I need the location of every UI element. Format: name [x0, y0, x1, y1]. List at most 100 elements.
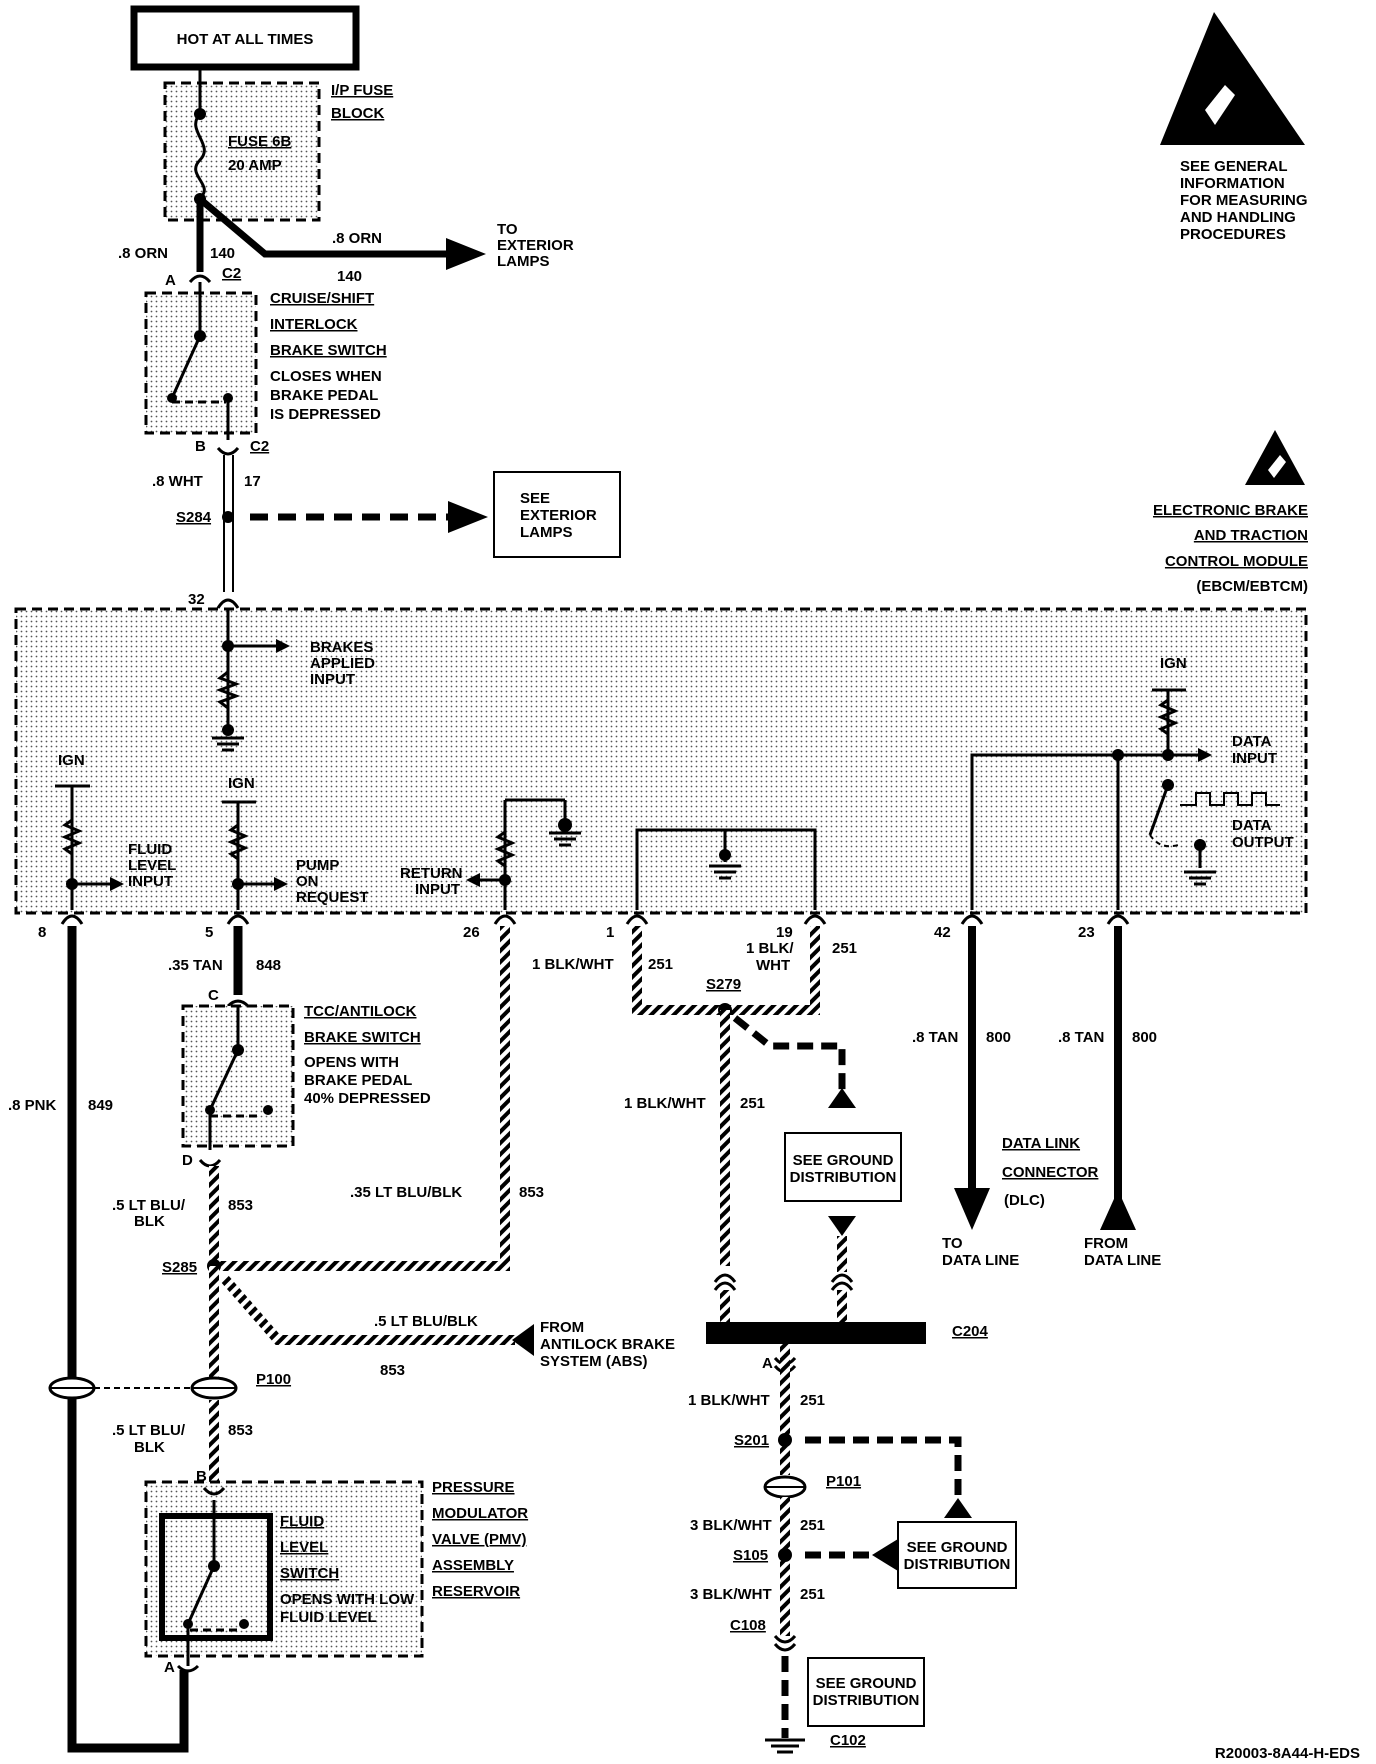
- svg-text:B: B: [195, 438, 206, 455]
- svg-text:ELECTRONIC BRAKE: ELECTRONIC BRAKE: [1153, 502, 1308, 519]
- esd-warning-small-icon: [1245, 430, 1305, 485]
- svg-text:INPUT: INPUT: [310, 671, 355, 688]
- svg-text:DATA LINK: DATA LINK: [1002, 1135, 1080, 1152]
- ebcm-module: BRAKES APPLIED INPUT IGN FLUID LEVEL INP…: [14, 607, 1308, 915]
- svg-text:RETURN: RETURN: [400, 865, 463, 882]
- svg-text:140: 140: [337, 268, 362, 285]
- svg-text:23: 23: [1078, 924, 1095, 941]
- pin-32-connector: 32: [188, 591, 240, 609]
- svg-text:OPENS WITH: OPENS WITH: [304, 1054, 399, 1071]
- svg-text:ANTILOCK BRAKE: ANTILOCK BRAKE: [540, 1336, 675, 1353]
- svg-text:I/P FUSE: I/P FUSE: [331, 82, 393, 99]
- svg-text:SEE GENERAL: SEE GENERAL: [1180, 158, 1288, 175]
- svg-text:.35 LT BLU/BLK: .35 LT BLU/BLK: [350, 1184, 462, 1201]
- svg-text:INFORMATION: INFORMATION: [1180, 175, 1285, 192]
- tcc-antilock-brake-switch: C TCC/ANTILOCK BRAKE SWITCH OPENS WITH B…: [181, 987, 431, 1169]
- svg-text:C2: C2: [222, 265, 241, 282]
- wht-gauge: .8 WHT: [152, 473, 203, 490]
- svg-text:853: 853: [519, 1184, 544, 1201]
- svg-text:HOT AT ALL TIMES: HOT AT ALL TIMES: [177, 31, 314, 48]
- svg-text:32: 32: [188, 591, 205, 608]
- svg-text:LEVEL: LEVEL: [280, 1539, 328, 1556]
- svg-text:SEE: SEE: [520, 490, 550, 507]
- svg-text:INPUT: INPUT: [415, 881, 460, 898]
- wht-circuit: 17: [244, 473, 261, 490]
- exterior-lamps-branch: .8 ORN 140 TO EXTERIOR LAMPS: [197, 196, 574, 285]
- s284-splice: S284: [176, 501, 488, 533]
- svg-text:INPUT: INPUT: [128, 873, 173, 890]
- c2-bottom-connector: B C2: [195, 438, 269, 456]
- svg-text:C102: C102: [830, 1732, 866, 1749]
- svg-text:SWITCH: SWITCH: [280, 1565, 339, 1582]
- svg-text:DISTRIBUTION: DISTRIBUTION: [813, 1692, 920, 1709]
- svg-text:REQUEST: REQUEST: [296, 889, 369, 906]
- pmv-assembly: B FLUID LEVEL SWITCH OPENS WITH LOW FLUI…: [144, 1468, 528, 1676]
- svg-text:1 BLK/: 1 BLK/: [746, 940, 794, 957]
- svg-text:TO: TO: [497, 221, 518, 238]
- lower-ground-chain: 1 BLK/WHT 251 S201 P101 3 BLK/WHT 251 S1…: [688, 1344, 972, 1754]
- svg-text:849: 849: [88, 1097, 113, 1114]
- svg-text:BLK: BLK: [134, 1439, 165, 1456]
- svg-text:251: 251: [740, 1095, 765, 1112]
- svg-text:AND HANDLING: AND HANDLING: [1180, 209, 1296, 226]
- svg-text:251: 251: [800, 1392, 825, 1409]
- svg-text:S279: S279: [706, 976, 741, 993]
- svg-text:BLOCK: BLOCK: [331, 105, 384, 122]
- svg-text:RESERVOIR: RESERVOIR: [432, 1583, 520, 1600]
- svg-text:C204: C204: [952, 1323, 989, 1340]
- svg-text:ON: ON: [296, 873, 319, 890]
- svg-text:FLUID: FLUID: [128, 841, 172, 858]
- svg-text:8: 8: [38, 924, 46, 941]
- svg-text:BRAKE PEDAL: BRAKE PEDAL: [270, 387, 378, 404]
- svg-text:DISTRIBUTION: DISTRIBUTION: [904, 1556, 1011, 1573]
- svg-text:3 BLK/WHT: 3 BLK/WHT: [690, 1586, 772, 1603]
- svg-text:WHT: WHT: [756, 957, 790, 974]
- svg-text:251: 251: [648, 956, 673, 973]
- fuse-block: I/P FUSE BLOCK FUSE 6B 20 AMP: [163, 70, 393, 222]
- svg-text:PROCEDURES: PROCEDURES: [1180, 226, 1286, 243]
- ltblu-blk-wires: .5 LT BLU/ BLK 853 .35 LT BLU/BLK 853 S2…: [112, 926, 675, 1488]
- see-ground-distribution-2: SEE GROUND DISTRIBUTION: [897, 1521, 1017, 1589]
- orn-gauge: .8 ORN: [118, 245, 168, 262]
- svg-text:INTERLOCK: INTERLOCK: [270, 316, 358, 333]
- svg-text:S285: S285: [162, 1259, 197, 1276]
- svg-text:IGN: IGN: [228, 775, 255, 792]
- svg-text:S201: S201: [734, 1432, 769, 1449]
- svg-text:42: 42: [934, 924, 951, 941]
- svg-text:DISTRIBUTION: DISTRIBUTION: [790, 1169, 897, 1186]
- svg-text:D: D: [182, 1152, 193, 1169]
- svg-text:5: 5: [205, 924, 213, 941]
- svg-text:1 BLK/WHT: 1 BLK/WHT: [688, 1392, 770, 1409]
- svg-text:PUMP: PUMP: [296, 857, 339, 874]
- svg-text:848: 848: [256, 957, 281, 974]
- svg-text:EXTERIOR: EXTERIOR: [497, 237, 574, 254]
- svg-text:DATA: DATA: [1232, 817, 1272, 834]
- svg-text:S284: S284: [176, 509, 212, 526]
- svg-text:BRAKE SWITCH: BRAKE SWITCH: [304, 1029, 421, 1046]
- svg-text:CRUISE/SHIFT: CRUISE/SHIFT: [270, 290, 374, 307]
- svg-text:BRAKE PEDAL: BRAKE PEDAL: [304, 1072, 412, 1089]
- svg-text:C: C: [208, 987, 219, 1004]
- svg-text:40% DEPRESSED: 40% DEPRESSED: [304, 1090, 431, 1107]
- svg-text:A: A: [165, 272, 176, 289]
- svg-text:SEE GROUND: SEE GROUND: [793, 1152, 894, 1169]
- svg-text:.8 TAN: .8 TAN: [1058, 1029, 1104, 1046]
- svg-text:251: 251: [800, 1586, 825, 1603]
- svg-text:BLK: BLK: [134, 1213, 165, 1230]
- esd-warning-icon: SEE GENERAL INFORMATION FOR MEASURING AN…: [1160, 12, 1308, 243]
- module-title: ELECTRONIC BRAKE AND TRACTION CONTROL MO…: [1153, 502, 1308, 595]
- svg-text:20 AMP: 20 AMP: [228, 157, 282, 174]
- data-line-wires: .8 TAN 800 .8 TAN 800 DATA LINK CONNECTO…: [912, 926, 1161, 1269]
- svg-text:(EBCM/EBTCM): (EBCM/EBTCM): [1196, 578, 1308, 595]
- svg-text:FUSE 6B: FUSE 6B: [228, 133, 292, 150]
- c204-connector: C204 A: [706, 1273, 989, 1374]
- svg-text:853: 853: [228, 1197, 253, 1214]
- svg-text:TO: TO: [942, 1235, 963, 1252]
- svg-text:LEVEL: LEVEL: [128, 857, 176, 874]
- svg-text:INPUT: INPUT: [1232, 750, 1277, 767]
- svg-text:.5 LT BLU/: .5 LT BLU/: [112, 1422, 186, 1439]
- svg-text:.8 PNK: .8 PNK: [8, 1097, 57, 1114]
- hot-at-all-times-box: HOT AT ALL TIMES: [130, 5, 360, 71]
- svg-text:A: A: [164, 1659, 175, 1676]
- svg-text:BRAKE SWITCH: BRAKE SWITCH: [270, 342, 387, 359]
